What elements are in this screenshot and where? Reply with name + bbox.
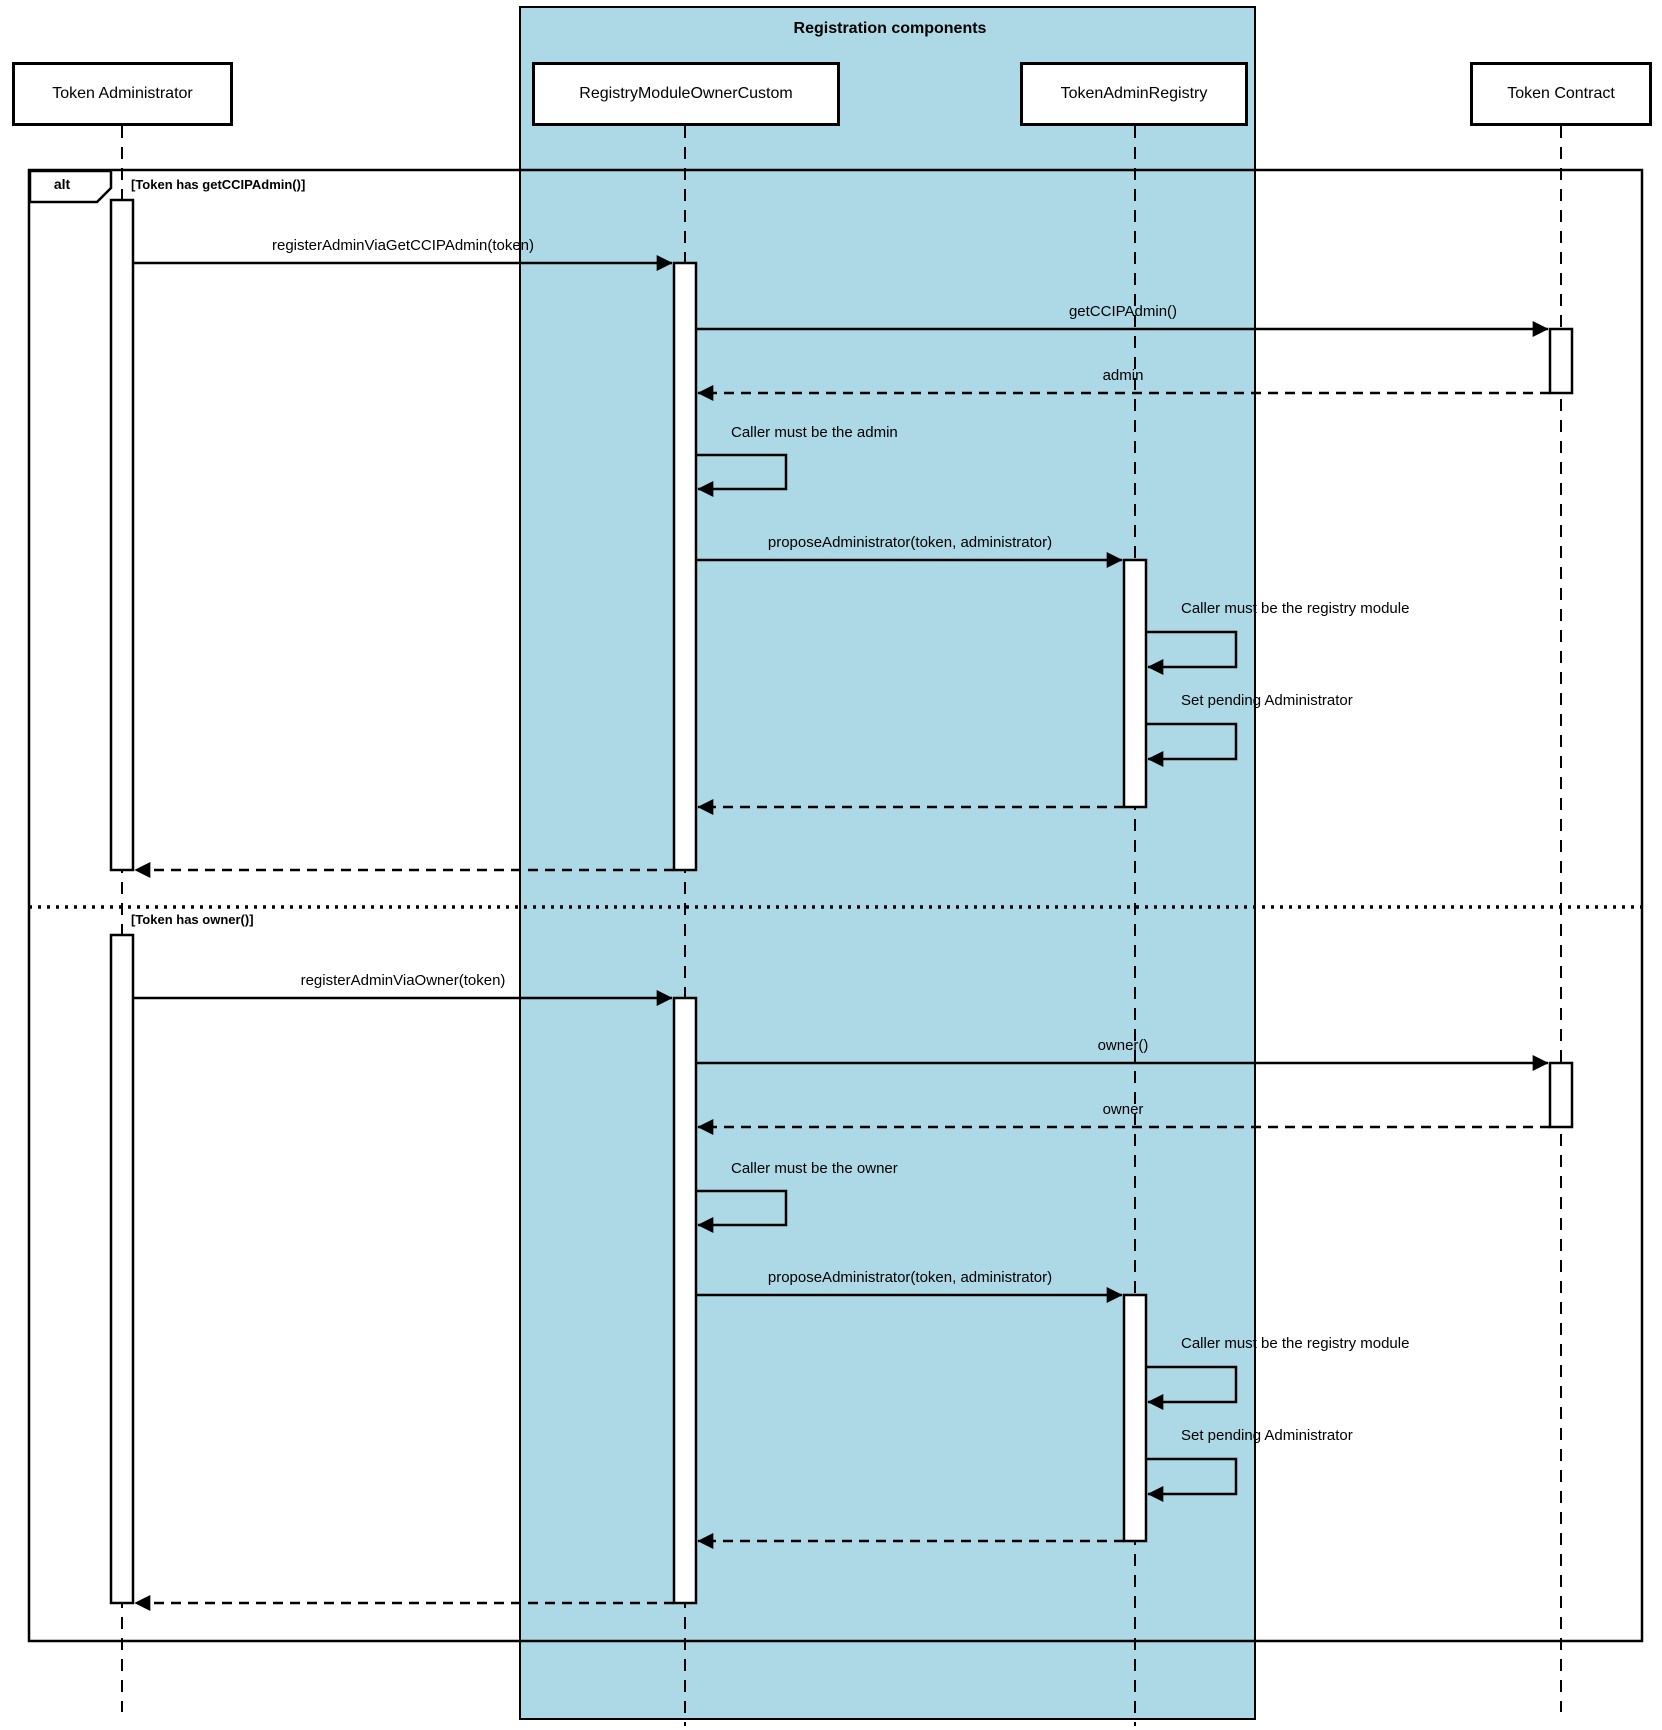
label-admin: admin: [1102, 367, 1144, 384]
guard-token-has-getccipadmin: [Token has getCCIPAdmin()]: [131, 177, 306, 192]
group-title: Registration components: [793, 20, 987, 37]
label-caller-must-be-owner: Caller must be the owner: [731, 1160, 898, 1177]
label-caller-must-be-registry-module-2: Caller must be the registry module: [1181, 1335, 1410, 1352]
label-register-admin-via-owner: registerAdminViaOwner(token): [300, 972, 506, 989]
actor-box-registry-module-owner-custom: RegistryModuleOwnerCustom: [532, 62, 840, 126]
guard-token-has-owner: [Token has owner()]: [131, 912, 254, 927]
label-getccipadmin: getCCIPAdmin(): [1068, 303, 1178, 320]
label-propose-administrator-2: proposeAdministrator(token, administrato…: [767, 1269, 1053, 1286]
activation-token-administrator-1: [109, 198, 135, 872]
activation-registry-module-2: [672, 996, 698, 1605]
label-propose-administrator-1: proposeAdministrator(token, administrato…: [767, 534, 1053, 551]
self-msg-set-pending-administrator-1: [1146, 722, 1238, 767]
self-msg-caller-must-be-owner: [696, 1189, 788, 1233]
actor-box-token-contract: Token Contract: [1470, 62, 1652, 126]
self-msg-caller-must-be-admin: [696, 453, 788, 497]
label-caller-must-be-registry-module-1: Caller must be the registry module: [1181, 600, 1410, 617]
alt-operator-label: alt: [53, 176, 71, 192]
actor-label: Token Administrator: [52, 85, 193, 102]
activation-registry-module-1: [672, 261, 698, 872]
label-caller-must-be-admin: Caller must be the admin: [731, 424, 898, 441]
actor-box-token-admin-registry: TokenAdminRegistry: [1020, 62, 1248, 126]
actor-label: TokenAdminRegistry: [1060, 85, 1208, 102]
activation-token-contract-2: [1548, 1061, 1574, 1129]
actor-box-token-administrator: Token Administrator: [12, 62, 233, 126]
self-msg-set-pending-administrator-2: [1146, 1457, 1238, 1502]
self-msg-caller-must-be-registry-module-2: [1146, 1365, 1238, 1410]
alt-operator-pentagon: [28, 169, 113, 204]
actor-label: RegistryModuleOwnerCustom: [579, 85, 793, 102]
actor-label: Token Contract: [1507, 85, 1615, 102]
self-msg-caller-must-be-registry-module-1: [1146, 630, 1238, 675]
label-set-pending-administrator-2: Set pending Administrator: [1181, 1427, 1353, 1444]
activation-token-administrator-2: [109, 933, 135, 1605]
label-owner-return: owner: [1102, 1101, 1144, 1118]
label-set-pending-administrator-1: Set pending Administrator: [1181, 692, 1353, 709]
activation-token-admin-registry-2: [1122, 1293, 1148, 1543]
alt-frame: [27, 168, 1644, 1643]
activation-token-contract-1: [1548, 327, 1574, 395]
label-owner-call: owner(): [1097, 1037, 1149, 1054]
label-register-admin-via-getccipadmin: registerAdminViaGetCCIPAdmin(token): [271, 237, 535, 254]
activation-token-admin-registry-1: [1122, 558, 1148, 809]
